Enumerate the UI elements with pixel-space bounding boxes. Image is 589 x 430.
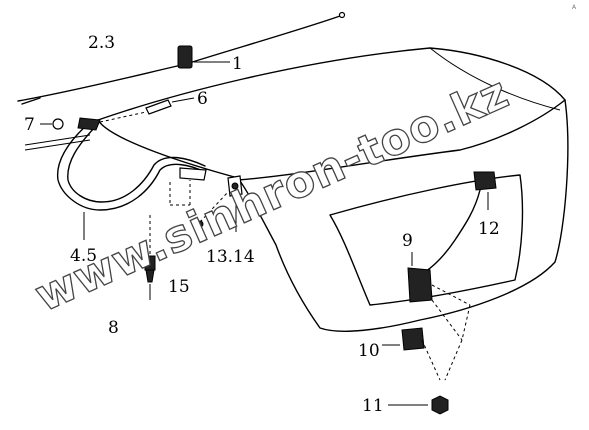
corner-mark: A [572,4,577,11]
label-part-12: 12 [478,219,500,239]
label-part-13-14: 13.14 [206,247,255,267]
nut [388,395,449,415]
label-part-7: 7 [24,115,35,135]
cable-clip [177,45,230,69]
trunk-hinge [24,117,207,240]
label-part-4-5: 4.5 [70,246,97,266]
label-part-2-3: 2.3 [88,33,115,53]
label-part-9: 9 [402,231,413,251]
label-part-10: 10 [358,341,380,361]
watermark: www.sinhron-too.kz [28,67,517,322]
lid-stopper [196,175,243,232]
trunk-lid [97,47,569,332]
grommet [40,118,64,130]
rubber-plug [99,97,195,123]
label-part-15: 15 [168,277,190,297]
latch-assembly [407,171,497,341]
striker [382,327,463,381]
label-part-6: 6 [197,89,208,109]
hinge-bolt [144,215,156,300]
label-part-8: 8 [108,318,119,338]
label-part-1: 1 [232,54,243,74]
label-part-11: 11 [362,396,384,416]
